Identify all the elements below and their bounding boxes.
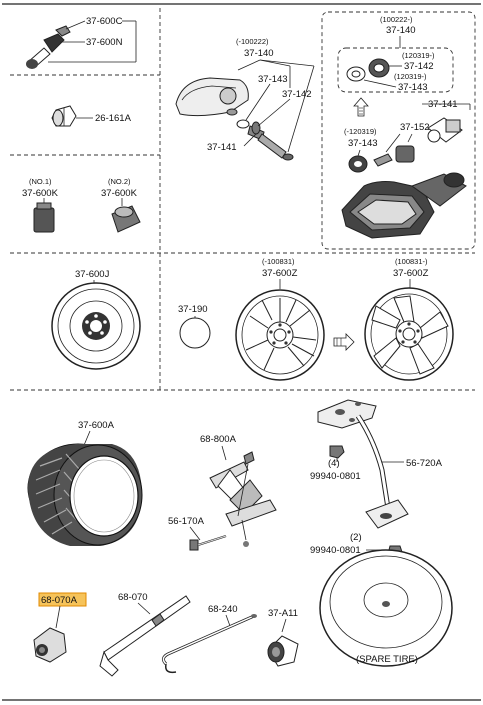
jack-part[interactable]	[209, 451, 277, 547]
valve-cap-part[interactable]	[427, 117, 463, 143]
label-range-120319-before: (-120319)	[344, 127, 377, 136]
label-68-240: 68-240	[208, 604, 238, 615]
label-range-120319-after-2: (120319-)	[394, 72, 427, 81]
label-56-170A: 56-170A	[168, 516, 205, 527]
label-37-600K-2: 37-600K	[101, 188, 138, 199]
label-37-A11: 37-A11	[268, 608, 298, 619]
sealant-bottle-part[interactable]	[33, 202, 55, 233]
label-68-070A: 68-070A	[41, 595, 78, 606]
label-99940-0801-b: 99940-0801	[310, 545, 361, 556]
bolt-part[interactable]	[189, 535, 227, 551]
tire-part[interactable]	[27, 443, 143, 546]
label-37-142-a: 37-142	[282, 89, 312, 100]
tpms-valve-part[interactable]	[236, 119, 294, 161]
compressor-part[interactable]	[111, 205, 141, 233]
label-37-600A: 37-600A	[78, 420, 115, 431]
label-no1: (NO.1)	[29, 177, 52, 186]
label-37-152: 37-152	[400, 122, 430, 133]
label-no2: (NO.2)	[108, 177, 131, 186]
label-99940-0801-a: 99940-0801	[310, 471, 361, 482]
label-37-140-b: 37-140	[386, 25, 416, 36]
label-37-143-c: 37-143	[348, 138, 378, 149]
label-37-600Z-1: 37-600Z	[262, 268, 298, 279]
label-26-161A: 26-161A	[95, 113, 132, 124]
tpms-sensor-new-part[interactable]	[341, 172, 467, 239]
spare-tire-part[interactable]	[319, 549, 453, 667]
label-range-100222-before: (-100222)	[236, 37, 269, 46]
label-37-600N: 37-600N	[86, 37, 123, 48]
label-68-070: 68-070	[118, 592, 148, 603]
steel-spare-wheel-part[interactable]	[51, 282, 141, 370]
lug-nut-part[interactable]	[51, 105, 77, 127]
label-range-100831-after: (100831-)	[395, 257, 428, 266]
socket-part[interactable]	[33, 627, 67, 663]
label-56-720A: 56-720A	[406, 458, 443, 469]
label-37-143-b: 37-143	[398, 82, 428, 93]
seal-ring-part[interactable]	[346, 58, 390, 82]
up-arrow-icon	[353, 97, 369, 117]
jack-handle-part[interactable]	[161, 614, 257, 674]
highlight-68-070A[interactable]: 68-070A	[38, 592, 87, 607]
lug-wrench-part[interactable]	[99, 595, 191, 677]
label-qty-2: (2)	[350, 532, 362, 543]
valve-core-part[interactable]	[348, 145, 415, 173]
label-37-143-a: 37-143	[258, 74, 288, 85]
label-68-800A: 68-800A	[200, 434, 237, 445]
valve-stem-part[interactable]	[26, 25, 71, 69]
alloy-wheel-old-part[interactable]	[235, 289, 325, 381]
alloy-wheel-new-part[interactable]	[364, 287, 454, 381]
label-range-100831-before: (-100831)	[262, 257, 295, 266]
lock-adapter-part[interactable]	[267, 635, 299, 667]
tpms-sensor-part[interactable]	[175, 77, 249, 117]
label-37-141-b: 37-141	[428, 99, 458, 110]
center-cap-part[interactable]	[179, 317, 211, 349]
label-37-600Z-2: 37-600Z	[393, 268, 429, 279]
frame	[2, 3, 481, 701]
label-qty-4: (4)	[328, 458, 340, 469]
label-37-190: 37-190	[178, 304, 208, 315]
spare-tire-bracket-part[interactable]	[317, 399, 409, 529]
label-37-600K-1: 37-600K	[22, 188, 59, 199]
label-range-100222-after: (100222-)	[380, 15, 413, 24]
nut-a-part[interactable]	[329, 445, 345, 459]
label-37-600J: 37-600J	[75, 269, 110, 280]
label-spare-tire: (SPARE TIRE)	[356, 654, 418, 665]
label-37-140-a: 37-140	[244, 48, 274, 59]
label-range-120319-after-1: (120319-)	[402, 51, 435, 60]
label-37-600C: 37-600C	[86, 16, 123, 27]
arrow-right-icon	[333, 333, 355, 351]
label-37-142-b: 37-142	[404, 61, 434, 72]
label-37-141-a: 37-141	[207, 142, 237, 153]
